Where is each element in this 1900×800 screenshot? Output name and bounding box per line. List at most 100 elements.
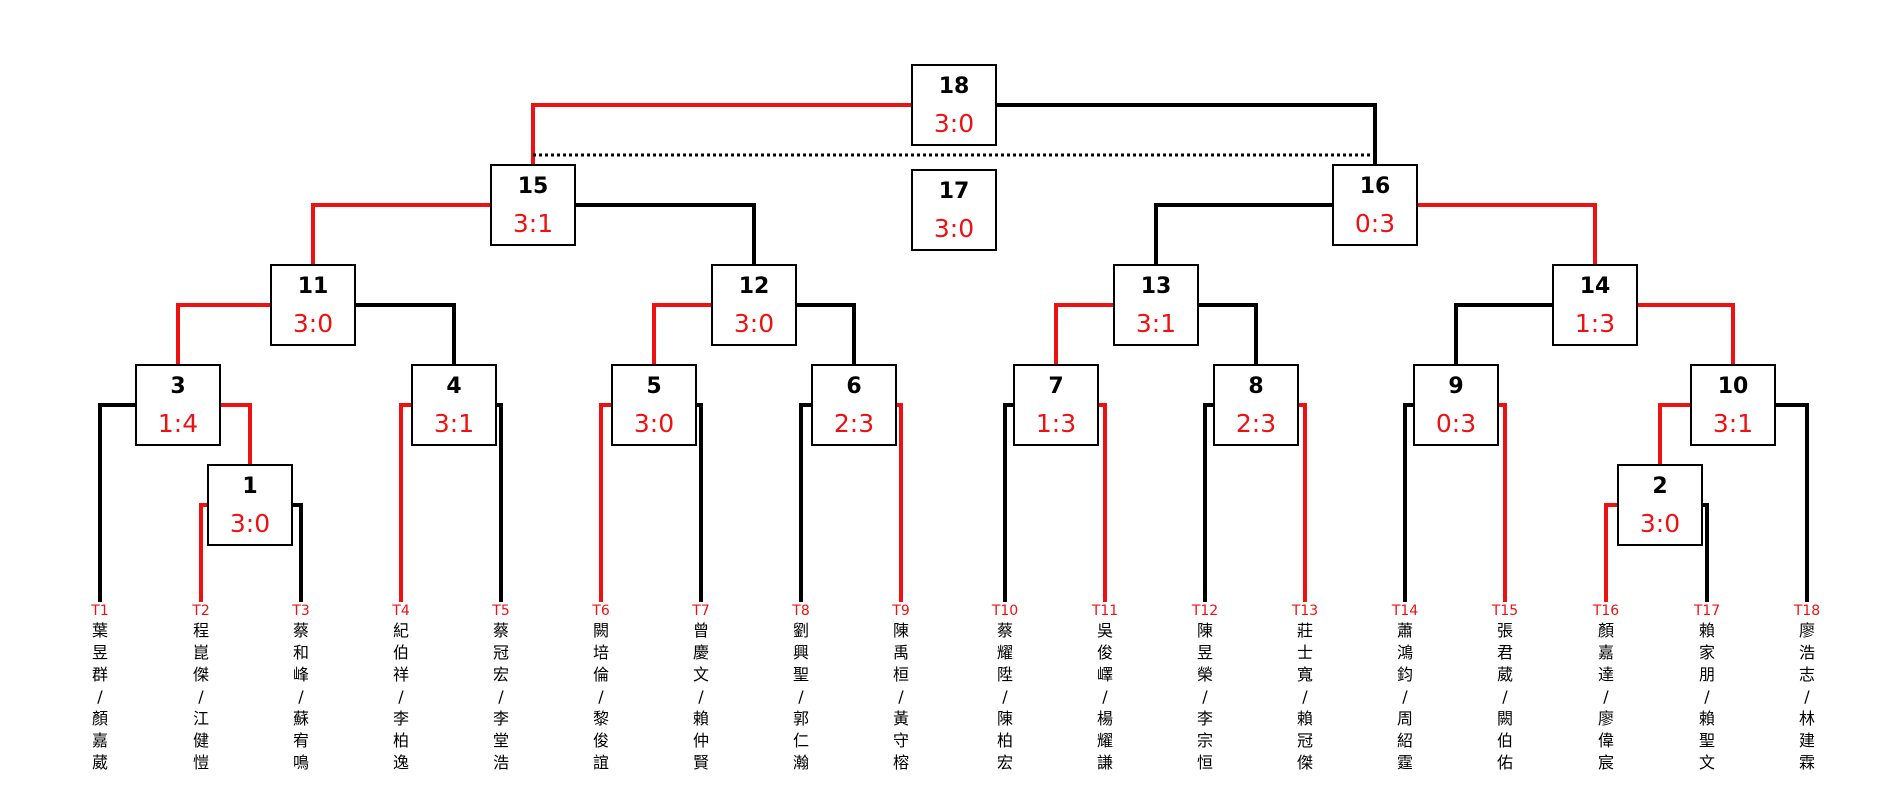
team-label: T17: [1693, 603, 1720, 619]
connector-m5-T7: [694, 403, 703, 602]
match-score: 3:1: [434, 409, 474, 438]
team-label: T10: [991, 603, 1018, 619]
match-score: 3:0: [634, 409, 674, 438]
match-box-10: 103:1: [1690, 364, 1776, 446]
connector-m2-T17: [1700, 503, 1709, 602]
match-box-12: 123:0: [711, 264, 797, 346]
team-players: 顏嘉達/廖偉宸: [1598, 621, 1614, 772]
connector-m9-T15: [1496, 403, 1507, 602]
team-players: 張君葳/闕伯佑: [1497, 621, 1513, 772]
connector-m2-T16: [1604, 503, 1620, 602]
match-box-border: [490, 164, 576, 246]
match-box-border: [1213, 364, 1299, 446]
team-T1: T1 葉昱群/顏嘉葳: [90, 603, 108, 772]
match-score: 2:3: [834, 409, 874, 438]
team-label: T7: [691, 603, 709, 619]
connector-m13-m7: [1054, 303, 1116, 367]
match-box-border: [207, 464, 293, 546]
bracket-lines: [98, 103, 1809, 602]
connector-m12-m5: [652, 303, 714, 367]
match-number: 16: [1360, 174, 1391, 199]
team-players: 程崑傑/江健愷: [193, 621, 209, 772]
match-score: 3:0: [293, 309, 333, 338]
team-players: 賴家朋/賴聖文: [1699, 621, 1715, 772]
connector-m14-m10: [1635, 303, 1735, 367]
match-box-border: [135, 364, 221, 446]
connector-m13-m8: [1196, 303, 1258, 367]
team-T11: T11 吳俊嶧/楊耀謙: [1091, 603, 1118, 772]
connector-m18-m16: [994, 103, 1377, 167]
connector-m1-T3: [290, 503, 303, 602]
match-box-border: [1690, 364, 1776, 446]
match-number: 17: [939, 179, 970, 204]
match-box-9: 90:3: [1413, 364, 1499, 446]
team-players: 闕培倫/黎俊誼: [593, 621, 609, 772]
match-score: 2:3: [1236, 409, 1276, 438]
match-number: 1: [242, 474, 257, 499]
connector-m9-T14: [1403, 403, 1416, 602]
team-players: 蕭鴻鈞/周紹霆: [1397, 621, 1413, 772]
match-score: 1:3: [1036, 409, 1076, 438]
match-number: 2: [1652, 474, 1667, 499]
match-number: 15: [518, 174, 549, 199]
match-box-border: [711, 264, 797, 346]
match-number: 14: [1580, 274, 1611, 299]
match-box-11: 113:0: [270, 264, 356, 346]
team-players: 葉昱群/顏嘉葳: [92, 621, 108, 772]
match-number: 10: [1718, 374, 1749, 399]
match-score: 1:4: [158, 409, 198, 438]
match-box-3: 31:4: [135, 364, 221, 446]
match-number: 13: [1141, 274, 1172, 299]
team-label: T8: [791, 603, 809, 619]
team-label: T1: [90, 603, 108, 619]
connector-m3-m1: [218, 403, 252, 467]
match-score: 3:0: [934, 214, 974, 243]
match-score: 3:1: [1136, 309, 1176, 338]
match-box-border: [1113, 264, 1199, 346]
team-T2: T2 程崑傑/江健愷: [191, 603, 209, 772]
match-box-18: 183:0: [911, 64, 997, 146]
connector-m15-m12: [573, 203, 756, 267]
connector-m14-m9: [1454, 303, 1555, 367]
match-box-border: [1617, 464, 1703, 546]
match-box-border: [811, 364, 897, 446]
match-box-16: 160:3: [1332, 164, 1418, 246]
team-T17: T17 賴家朋/賴聖文: [1693, 603, 1720, 772]
match-box-border: [911, 169, 997, 251]
team-label: T3: [291, 603, 309, 619]
team-players: 廖浩志/林建霖: [1799, 621, 1815, 772]
match-number: 7: [1048, 374, 1063, 399]
match-score: 3:0: [230, 509, 270, 538]
connector-m18-m15: [531, 103, 914, 167]
connector-m3-T1: [98, 403, 138, 602]
connector-m8-T12: [1203, 403, 1216, 602]
match-number: 3: [170, 374, 185, 399]
match-box-4: 43:1: [411, 364, 497, 446]
connector-m16-m14: [1415, 203, 1597, 267]
match-box-border: [1332, 164, 1418, 246]
connector-m15-m11: [311, 203, 493, 267]
match-box-13: 133:1: [1113, 264, 1199, 346]
match-box-7: 71:3: [1013, 364, 1099, 446]
match-box-border: [411, 364, 497, 446]
team-label: T11: [1091, 603, 1118, 619]
match-box-border: [1413, 364, 1499, 446]
match-score: 1:3: [1575, 309, 1615, 338]
connector-m6-T9: [894, 403, 903, 602]
match-score: 0:3: [1436, 409, 1476, 438]
team-players: 吳俊嶧/楊耀謙: [1097, 621, 1113, 772]
connector-m8-T13: [1296, 403, 1307, 602]
team-label: T2: [191, 603, 209, 619]
match-box-8: 82:3: [1213, 364, 1299, 446]
